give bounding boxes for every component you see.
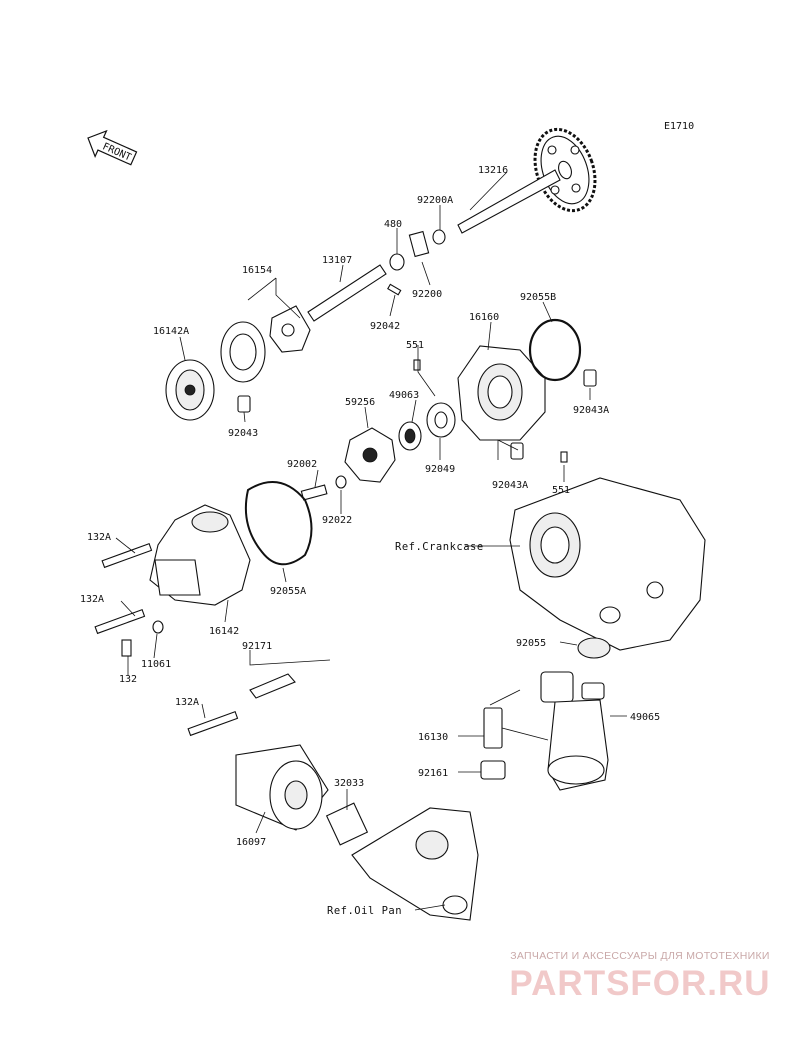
label-59256: 59256 [345,397,375,408]
watermark-tagline: ЗАПЧАСТИ И АКСЕССУАРЫ ДЛЯ МОТОТЕХНИКИ [510,950,770,962]
label-16142A: 16142A [153,326,189,337]
label-13216: 13216 [478,165,508,176]
pin-551-b [560,451,568,463]
impeller-59256 [344,427,396,483]
housing-16142 [149,504,251,606]
label-92055B: 92055B [520,292,556,303]
label-92200: 92200 [412,289,442,300]
pump-cover-16142A [165,359,215,421]
label-92171: 92171 [242,641,272,652]
label-32033: 32033 [334,778,364,789]
label-16142: 16142 [209,626,239,637]
oring-92055 [577,637,611,659]
diagram-code: E1710 [664,121,694,132]
label-92022: 92022 [322,515,352,526]
label-92002: 92002 [287,459,317,470]
drive-gear-shaft [457,127,597,234]
label-92055: 92055 [516,638,546,649]
bolt-132A-c [187,710,239,737]
gasket-92055A [244,481,313,566]
label-92043A-2: 92043A [492,480,528,491]
label-16130: 16130 [418,732,448,743]
label-11061: 11061 [141,659,171,670]
front-arrow-icon: FRONT [87,129,138,166]
seal-49063 [398,421,422,451]
bolt-92002 [300,484,328,501]
label-49063: 49063 [389,390,419,401]
label-92049: 92049 [425,464,455,475]
label-132A-2: 132A [80,594,104,605]
label-92200A: 92200A [417,195,453,206]
pin-92042 [387,283,402,296]
label-92042: 92042 [370,321,400,332]
strainer-49065 [540,671,609,791]
label-480: 480 [384,219,402,230]
outer-rotor-16154 [220,321,266,383]
washer-92200A [432,229,446,245]
spring-32033 [325,802,369,846]
fitting-16130 [483,707,503,749]
label-92043A-1: 92043A [573,405,609,416]
bolt-132A-b [94,608,146,635]
watermark-logo: PARTSFOR.RU [509,964,771,1003]
label-92161: 92161 [418,768,448,779]
label-132A-3: 132A [175,697,199,708]
oil-pan-ref-part [351,807,479,921]
label-16097: 16097 [236,837,266,848]
shaft-13107 [307,264,387,322]
circlip-480 [389,253,405,271]
crankcase-ref-part [509,477,706,651]
dowel-92043A-a [583,369,597,387]
bolt-132 [121,639,132,657]
oil-filter-16097 [235,744,329,831]
label-551-b: 551 [552,485,570,496]
bearing-92049 [426,402,456,438]
label-132A-1: 132A [87,532,111,543]
plate-480 [408,230,430,258]
label-16160: 16160 [469,312,499,323]
nut-92161 [480,760,506,780]
pipe-92171 [249,673,296,699]
part-labels: E1710 13216 92200A 480 92200 13107 16154… [80,121,694,917]
pump-body-16160 [457,345,546,441]
dowel-92043 [237,395,251,413]
label-551-a: 551 [406,340,424,351]
washer-92022 [335,475,347,489]
pin-551-a [413,359,421,371]
label-13107: 13107 [322,255,352,266]
label-ref-oil-pan: Ref.Oil Pan [327,905,402,917]
oring-92055B [528,318,582,382]
dowel-92043A-b [510,442,524,460]
inner-rotor-16154 [269,305,311,353]
label-49065: 49065 [630,712,660,723]
label-16154: 16154 [242,265,272,276]
label-92055A: 92055A [270,586,306,597]
label-ref-crankcase: Ref.Crankcase [395,541,484,553]
label-92043: 92043 [228,428,258,439]
label-132: 132 [119,674,137,685]
washer-11061 [152,620,164,634]
leader-lines [115,171,627,911]
bolt-132A-a [101,542,153,569]
